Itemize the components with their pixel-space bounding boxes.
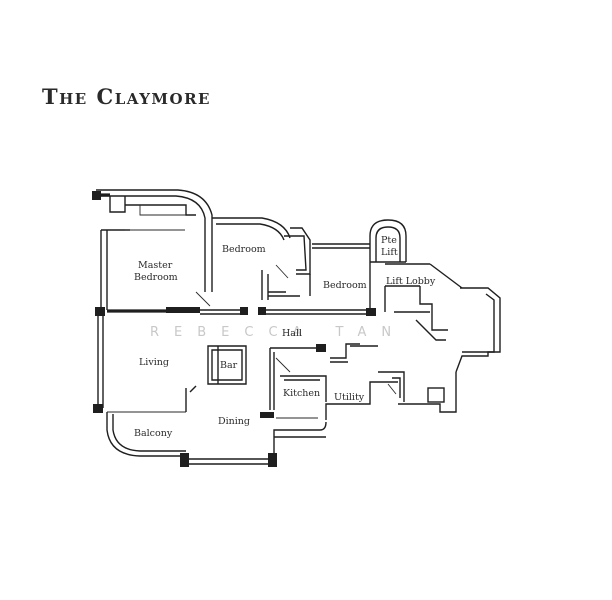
private-lift	[369, 219, 407, 263]
label-hall: Hall	[282, 328, 302, 339]
page-title: The Claymore	[42, 84, 211, 109]
label-bar: Bar	[220, 360, 238, 371]
label-pte-lift-2: Lift	[381, 247, 398, 258]
label-lift-lobby: Lift Lobby	[386, 276, 436, 287]
outer-walls	[96, 189, 501, 465]
structural-columns	[92, 191, 376, 467]
label-living: Living	[139, 357, 169, 368]
label-master-bedroom-2: Bedroom	[134, 272, 178, 283]
label-utility: Utility	[334, 392, 365, 403]
room-labels: Master Bedroom Bedroom Bedroom Pte Lift …	[134, 235, 436, 439]
label-dining: Dining	[218, 416, 250, 427]
label-pte-lift-1: Pte	[381, 235, 397, 246]
watermark-text: REBECCA TAN	[150, 325, 406, 340]
label-bedroom-1: Bedroom	[222, 244, 266, 255]
label-bedroom-2: Bedroom	[323, 280, 367, 291]
label-master-bedroom-1: Master	[138, 260, 173, 271]
label-balcony: Balcony	[134, 428, 173, 439]
label-kitchen: Kitchen	[283, 388, 320, 399]
